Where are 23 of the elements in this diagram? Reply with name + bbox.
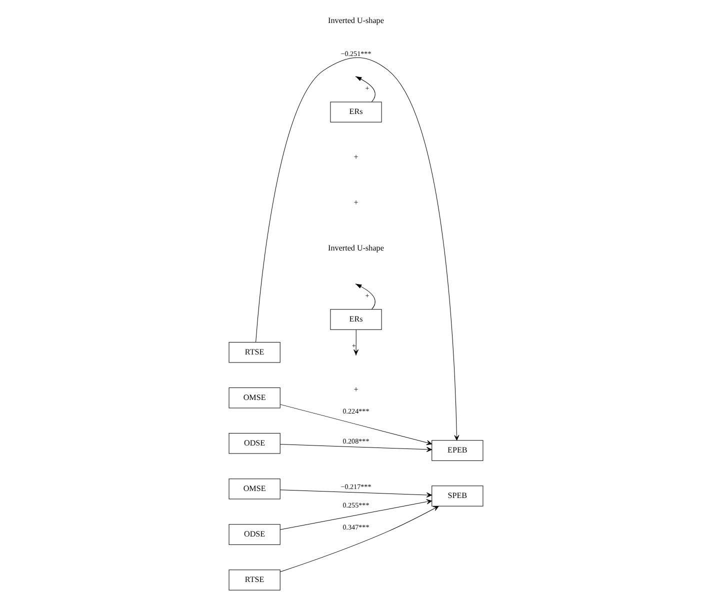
arrow [280, 506, 439, 572]
label: + [354, 152, 358, 162]
arrow [356, 76, 376, 102]
label: Inverted U-shape [328, 16, 384, 25]
node-box: OMSE [228, 478, 280, 500]
arrow [356, 284, 376, 310]
node-box: ERs [330, 309, 382, 330]
node-box: OMSE [228, 388, 280, 408]
node-box: SPEB [432, 486, 484, 506]
arrow [280, 404, 432, 446]
arrow [280, 490, 432, 498]
node-box: ODSE [228, 433, 280, 454]
label: Inverted U-shape [328, 244, 384, 253]
arrow [280, 499, 432, 530]
arrow [256, 57, 460, 441]
node-box: EPEB [432, 440, 484, 461]
node-box: RTSE [228, 570, 280, 590]
node-box: ERs [330, 102, 382, 122]
label: + [354, 198, 358, 208]
label: + [354, 385, 358, 394]
node-box: RTSE [228, 342, 280, 363]
node-box: ODSE [228, 524, 280, 545]
arrow [280, 444, 432, 452]
